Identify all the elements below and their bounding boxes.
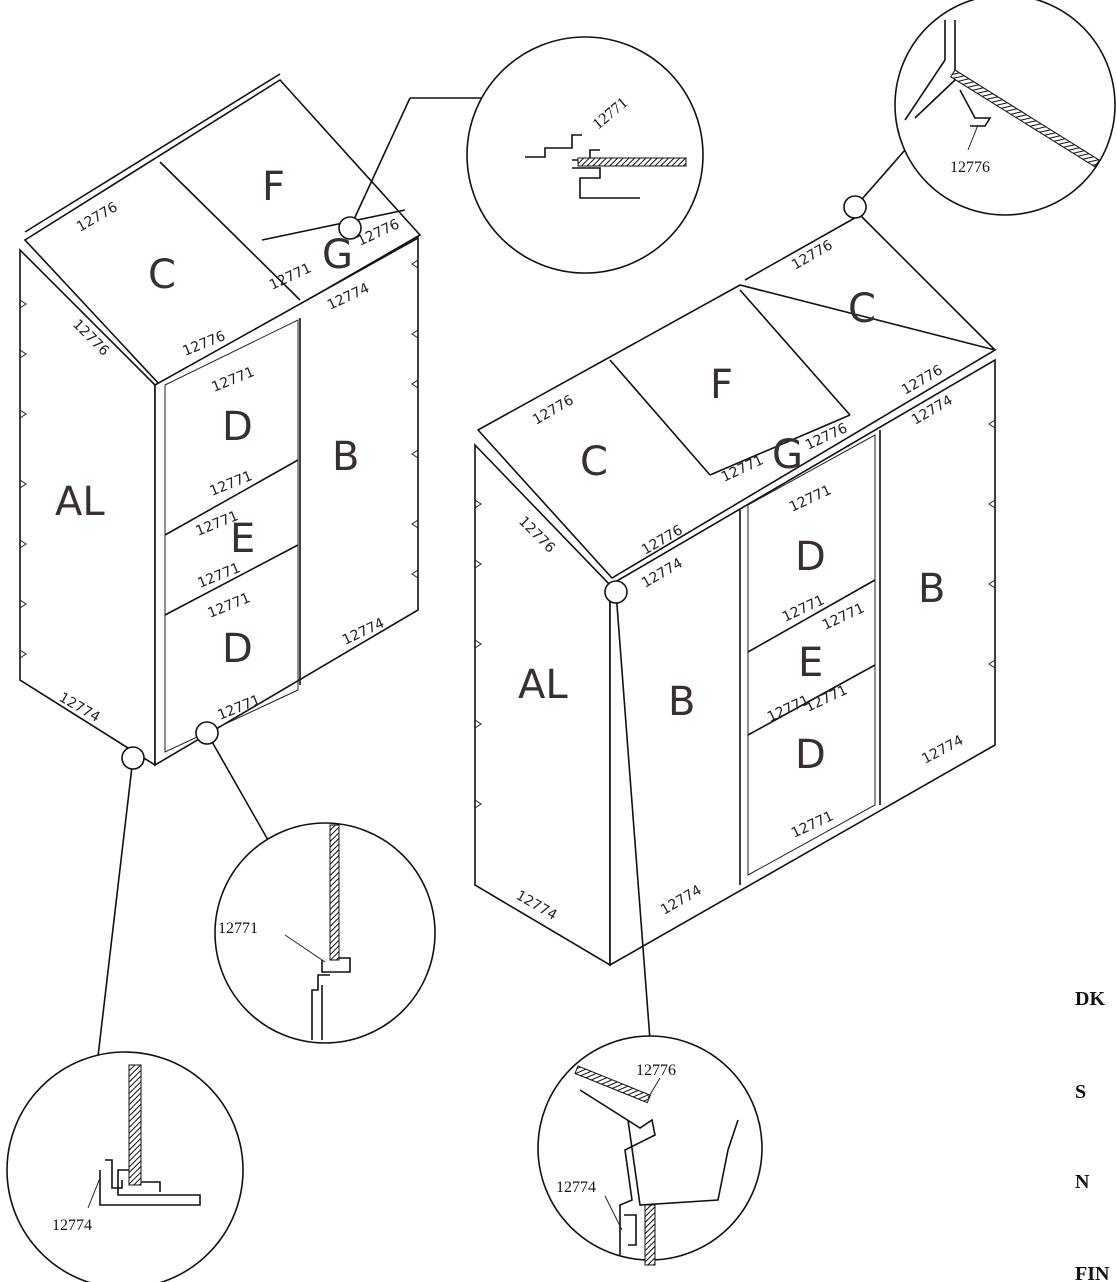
detail-code-label: 12774 bbox=[52, 1217, 92, 1234]
detail-code-label: 12776 bbox=[950, 159, 990, 176]
panel-label-D-left-lower: D bbox=[222, 626, 253, 672]
detail-circle-12771-side: 12771 bbox=[214, 822, 436, 1044]
panel-label-B-right-front: B bbox=[668, 679, 695, 725]
detail-code-label: 12774 bbox=[556, 1179, 596, 1196]
panel-label-G-left: G bbox=[322, 232, 353, 278]
panel-label-AL-left: AL bbox=[55, 479, 105, 525]
language-code-n: N bbox=[1075, 1171, 1090, 1193]
detail-circle-12776-12774-bottom: 12776 12774 bbox=[537, 1035, 763, 1266]
panel-label-E-right: E bbox=[798, 640, 823, 686]
greenhouse-right: C C F G D E D B B AL 12776 12776 12776 1… bbox=[474, 214, 998, 967]
panel-label-E-left: E bbox=[230, 516, 255, 562]
detail-circle-12774-bottom: 12774 bbox=[6, 1051, 244, 1282]
panel-label-B-left: B bbox=[332, 434, 359, 480]
language-list: DK S N FIN bbox=[1075, 988, 1110, 1282]
panel-label-G-right: G bbox=[772, 432, 803, 478]
callout-point bbox=[195, 721, 219, 745]
detail-circle-12776-top: 12776 bbox=[894, 0, 1116, 216]
panel-label-B-right-side: B bbox=[918, 566, 945, 612]
panel-label-C-right-front: C bbox=[580, 439, 608, 485]
language-code-fin: FIN bbox=[1075, 1263, 1110, 1282]
callout-point bbox=[121, 746, 145, 770]
panel-label-AL-right: AL bbox=[518, 662, 568, 708]
panel-label-F-left: F bbox=[262, 164, 285, 210]
panel-label-C-left: C bbox=[148, 252, 176, 298]
roof-left bbox=[23, 78, 422, 387]
panel-label-C-right-back: C bbox=[848, 286, 876, 332]
side-wall-left bbox=[154, 236, 419, 767]
panel-label-F-right: F bbox=[710, 362, 733, 408]
callout-point bbox=[604, 580, 628, 604]
detail-circle-12771-top: 12771 bbox=[466, 36, 704, 274]
language-code-s: S bbox=[1075, 1081, 1086, 1103]
language-code-dk: DK bbox=[1075, 988, 1105, 1010]
detail-code-label: 12771 bbox=[218, 920, 258, 937]
panel-label-D-left-upper: D bbox=[222, 404, 253, 450]
callout-point bbox=[843, 195, 867, 219]
detail-code-label: 12776 bbox=[636, 1062, 676, 1079]
side-wall-right bbox=[609, 358, 996, 967]
callout-leaders bbox=[96, 97, 906, 1066]
panel-label-D-right-upper: D bbox=[795, 534, 826, 580]
greenhouse-left: C F G D E D B AL 12776 12776 12771 12774… bbox=[19, 73, 422, 767]
callout-point bbox=[338, 216, 362, 240]
panel-label-D-right-lower: D bbox=[795, 732, 826, 778]
